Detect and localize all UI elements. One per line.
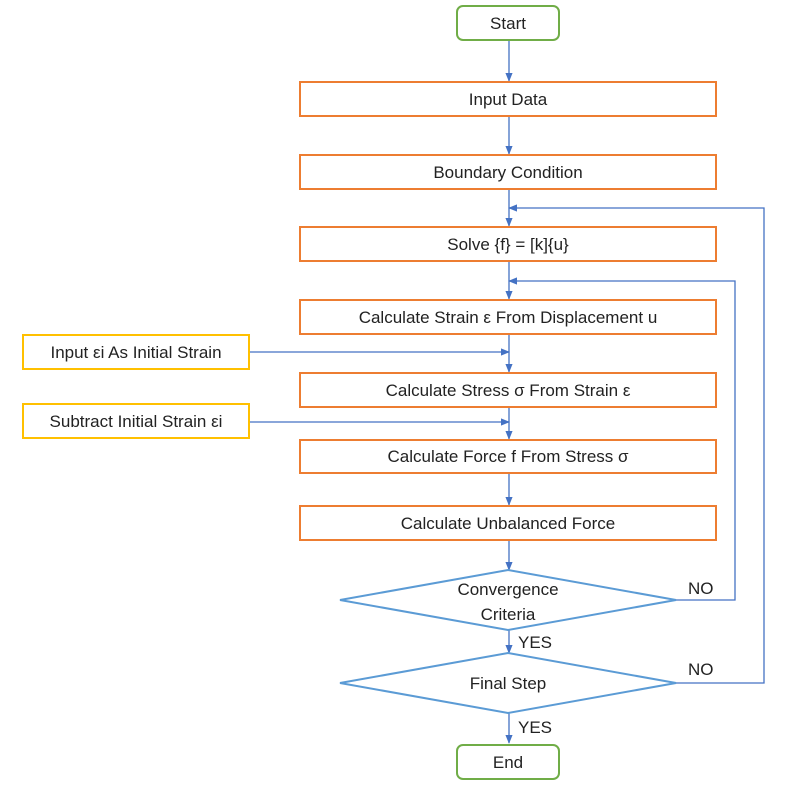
- end-label: End: [493, 753, 523, 772]
- boundary-condition-label: Boundary Condition: [433, 163, 582, 182]
- subtract-initial-strain-box: Subtract Initial Strain εi: [22, 403, 250, 439]
- solve-box: Solve {f} = [k]{u}: [299, 226, 717, 262]
- input-initial-strain-box: Input εi As Initial Strain: [22, 334, 250, 370]
- convergence-decision: Convergence Criteria: [339, 568, 677, 632]
- calc-strain-label: Calculate Strain ε From Displacement u: [359, 308, 658, 327]
- calc-force-label: Calculate Force f From Stress σ: [388, 447, 630, 466]
- calc-unbalanced-box: Calculate Unbalanced Force: [299, 505, 717, 541]
- input-data-label: Input Data: [469, 90, 548, 109]
- loop-convergence-no: [508, 277, 736, 601]
- calc-strain-box: Calculate Strain ε From Displacement u: [299, 299, 717, 335]
- final-step-label: Final Step: [470, 674, 547, 693]
- start-label: Start: [490, 14, 526, 33]
- convergence-no-label: NO: [688, 579, 714, 598]
- start-node: Start: [456, 5, 560, 41]
- boundary-condition-box: Boundary Condition: [299, 154, 717, 190]
- final-no-label: NO: [688, 660, 714, 679]
- calc-force-box: Calculate Force f From Stress σ: [299, 439, 717, 474]
- calc-unbalanced-label: Calculate Unbalanced Force: [401, 514, 616, 533]
- calc-stress-label: Calculate Stress σ From Strain ε: [386, 381, 631, 400]
- convergence-label-line1: Convergence: [457, 580, 558, 599]
- final-yes-label: YES: [518, 718, 552, 737]
- convergence-yes-label: YES: [518, 633, 552, 652]
- final-step-decision: Final Step: [339, 651, 677, 715]
- input-initial-strain-label: Input εi As Initial Strain: [50, 343, 221, 362]
- connectors: [249, 40, 765, 744]
- input-data-box: Input Data: [299, 81, 717, 117]
- solve-label: Solve {f} = [k]{u}: [447, 235, 569, 254]
- calc-stress-box: Calculate Stress σ From Strain ε: [299, 372, 717, 408]
- subtract-initial-strain-label: Subtract Initial Strain εi: [50, 412, 223, 431]
- loop-final-step-no: [508, 204, 765, 684]
- end-node: End: [456, 744, 560, 780]
- convergence-label-line2: Criteria: [481, 605, 536, 624]
